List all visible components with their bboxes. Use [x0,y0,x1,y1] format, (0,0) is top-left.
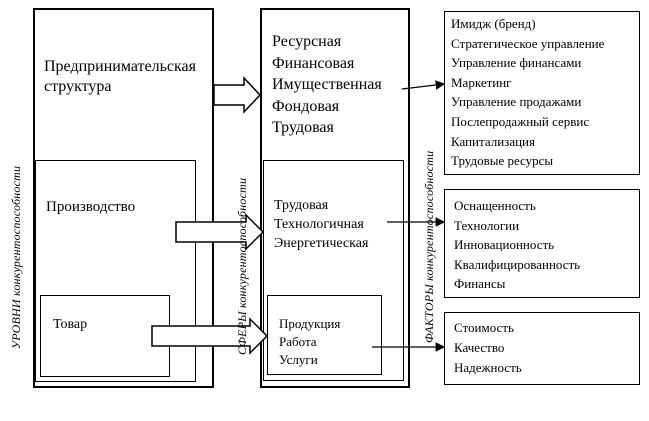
sphere-resource: Ресурсная [272,33,342,50]
factors-top-box [444,11,640,175]
spheres-bottom-box [267,295,382,375]
factor-finance: Финансы [454,276,506,292]
factor-sales-mgmt: Управление продажами [451,94,582,110]
product-label: Товар [53,317,88,332]
sphere-financial: Финансовая [272,54,355,72]
line-arrow-top [401,80,446,90]
factor-reliability: Надежность [454,360,522,375]
factors-mid-list: Оснащенность Технологии Инновационность … [454,196,580,294]
factor-innovation: Инновационность [454,237,555,253]
factor-equipment: Оснащенность [454,198,536,213]
levels-vertical-label: УРОВНИ конкурентоспособности [9,165,23,349]
sphere-property: Имущественная [272,76,382,93]
sphere-labor: Трудовая [272,119,334,136]
factor-strategic-mgmt: Стратегическое управление [451,35,605,51]
factors-vertical-label: ФАКТОРЫ конкурентоспособности [422,150,436,343]
factor-technology: Технологии [454,217,520,233]
enterprise-structure-title-line1: Предприниматель­ская [44,58,197,75]
factor-marketing: Маркетинг [451,74,512,90]
spheres-vertical-label: СФЕРЫ конкурентоспособности [235,177,249,355]
production-label: Производство [46,199,136,215]
factors-mid-box [444,189,640,298]
sphere-mid-tech: Технологичная [274,217,364,232]
factor-qualification: Квалифицированность [454,256,581,272]
sphere-mid-energy: Энергетическая [274,236,369,251]
factor-cost: Стоимость [454,320,514,335]
factor-after-sales: Послепродажный сервис [451,113,590,129]
sphere-mid-labor: Трудовая [274,198,329,213]
sphere-output-products: Продукция [279,316,341,331]
spheres-bottom-list: Продукция Работа Услуги [279,315,340,369]
sphere-output-work: Работа [279,334,317,349]
factor-labor-resources: Трудовые ресурсы [451,153,554,169]
block-arrow-mid [175,213,265,251]
factor-quality: Качество [454,340,505,355]
factor-capitalization: Капитализация [451,133,535,149]
spheres-top-list: Ресурсная Финансовая Имущественная Фондо… [272,31,382,139]
spheres-mid-list: Трудовая Технологичная Энергетическая [274,196,368,253]
product-box [40,295,170,377]
block-arrow-top [213,76,262,114]
factor-image: Имидж (бренд) [451,16,536,31]
sphere-output-services: Услуги [279,352,318,367]
factors-top-list: Имидж (бренд) Стратегическое управление … [451,14,604,171]
block-arrow-bottom [151,317,269,355]
factors-bottom-box [444,312,640,385]
factors-bottom-list: Стоимость Качество Надежность [454,318,522,378]
sphere-stock: Фондовая [272,97,340,115]
enterprise-structure-title-line2: структура [44,78,112,95]
factor-finance-mgmt: Управление финансами [451,55,582,71]
